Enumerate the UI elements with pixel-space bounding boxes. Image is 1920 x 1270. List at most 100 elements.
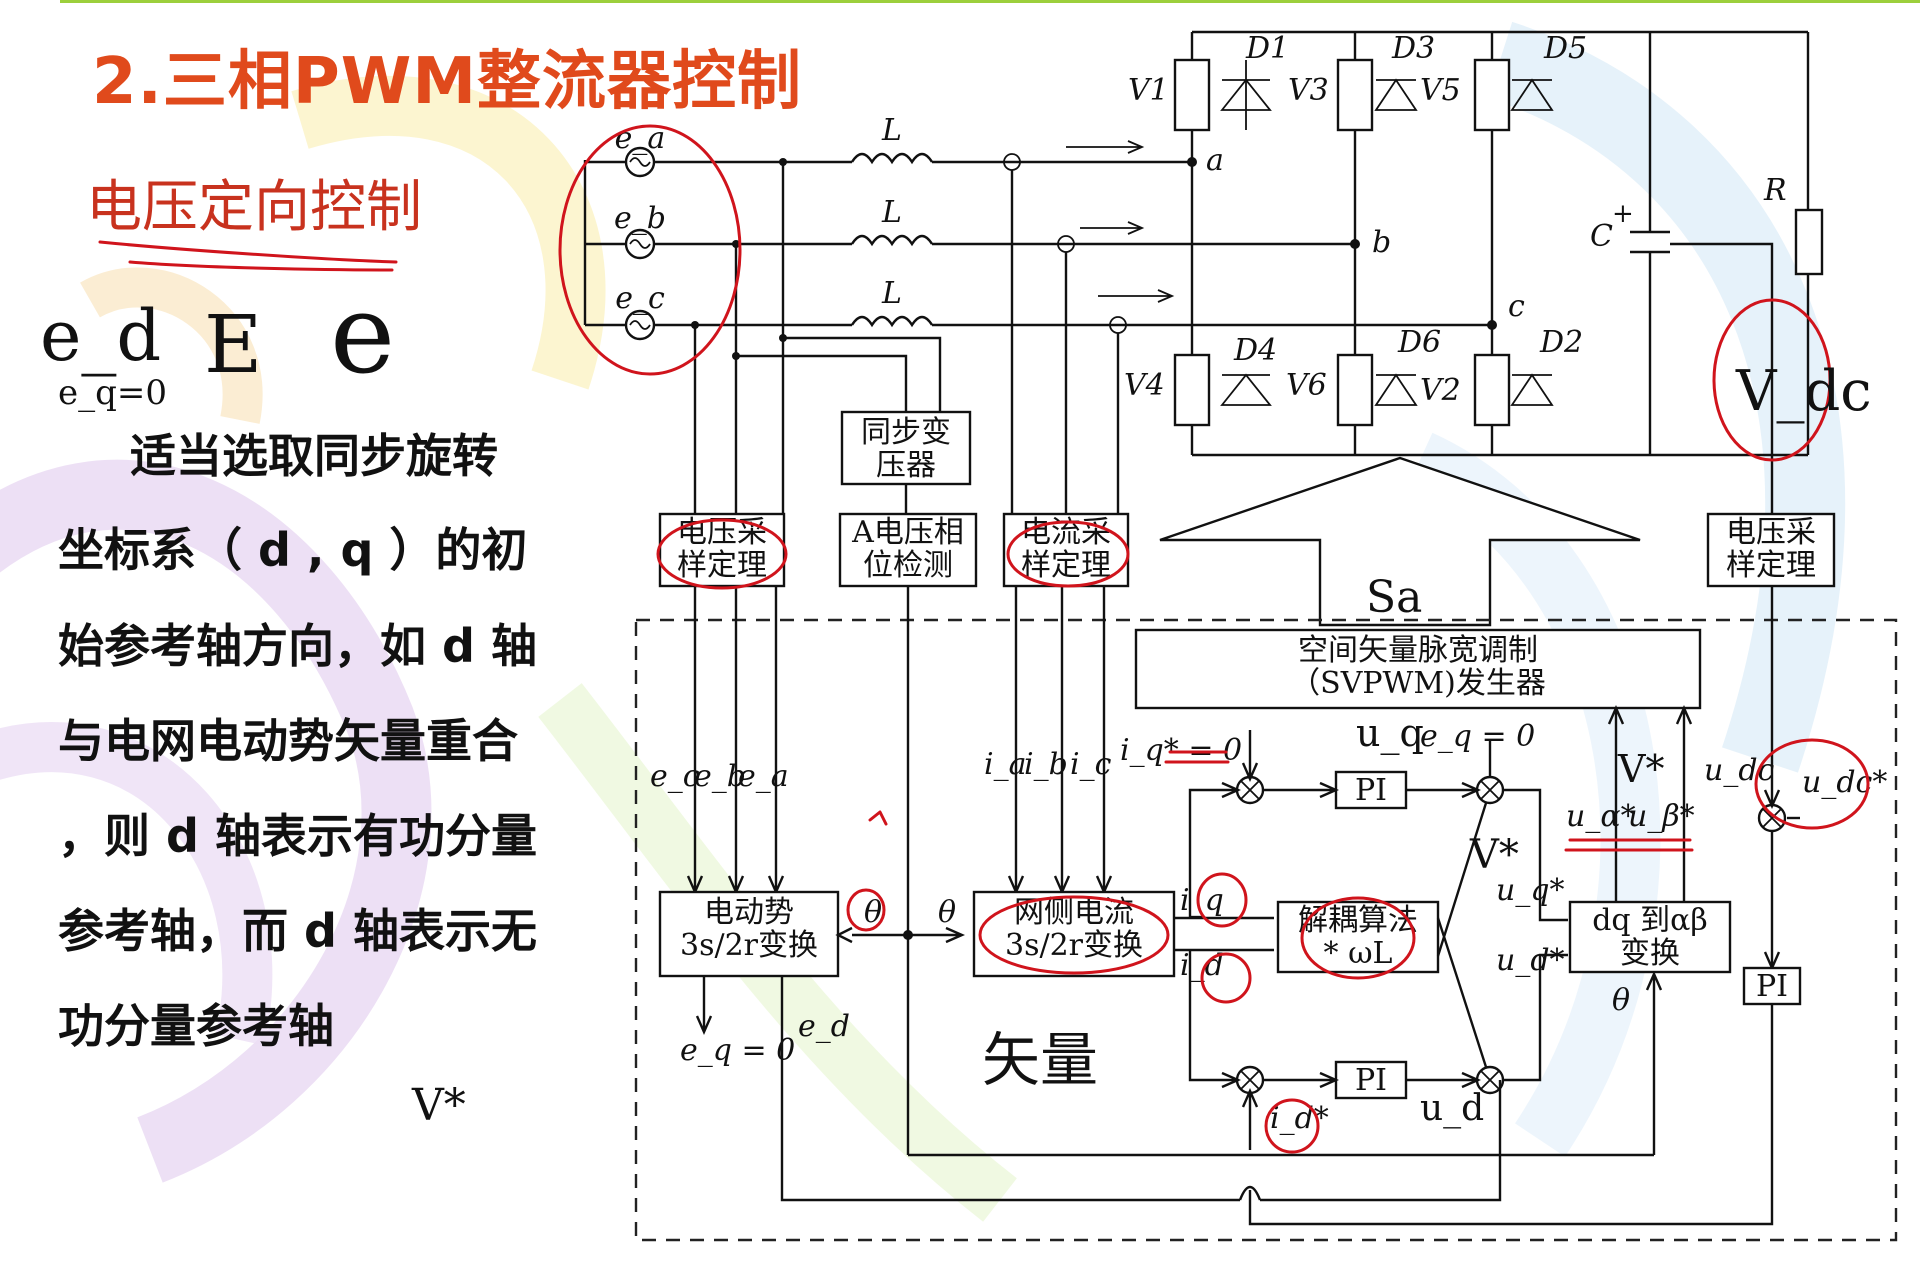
- block-label-line: 空间矢量脉宽调制: [1298, 633, 1538, 668]
- inductor-b: L: [850, 195, 934, 247]
- signal-label: i_b: [1024, 747, 1068, 782]
- eq-zero-label: e_q = 0: [1420, 719, 1535, 754]
- block-label: 同步变压器: [861, 415, 951, 483]
- block-label-line: 变换: [1620, 936, 1680, 971]
- body-text-line: ，则 d 轴表示有功分量: [58, 809, 537, 863]
- handwritten-note: V_dc: [1735, 359, 1872, 424]
- body-text-line: 始参考轴方向，如 d 轴: [58, 619, 537, 673]
- handwritten-note: 矢量: [982, 1026, 1098, 1094]
- source-label: e_c: [615, 281, 665, 316]
- dc-voltage-sampling-block: 电压采样定理: [1706, 512, 1836, 588]
- diode-label: D1: [1245, 31, 1289, 66]
- block-label-line: 压器: [876, 448, 936, 483]
- switch-label: V3: [1288, 73, 1329, 108]
- block-label-line: 同步变: [861, 415, 951, 450]
- sync-transformer-block: 同步变压器: [840, 410, 972, 486]
- ac-source-group: e_a e_b e_c L L L: [583, 113, 1492, 514]
- block-label: A电压相位检测: [851, 515, 964, 583]
- body-text-line: 适当选取同步旋转: [130, 429, 498, 483]
- switch-v1: V1 D1: [1128, 31, 1289, 132]
- handwritten-note: V*: [1617, 747, 1664, 791]
- block-label-line: 3s/2r变换: [680, 928, 818, 963]
- block-label: PI: [1756, 969, 1788, 1004]
- ud-ref-label: u_d*: [1496, 943, 1565, 978]
- dc-voltage-loop: PI u_dc u_dc*: [1248, 586, 1887, 1226]
- signal-label: e_a: [738, 759, 789, 794]
- diode-label: D3: [1391, 31, 1435, 66]
- body-text-line: 功分量参考轴: [58, 999, 334, 1053]
- handwritten-note: e_q=0: [58, 373, 167, 413]
- voltage-sampling-block: 电压采样定理: [658, 512, 786, 588]
- block-label-line: * ωL: [1324, 936, 1393, 971]
- source-ea: e_a: [615, 121, 665, 178]
- handwritten-note: e_d: [40, 295, 161, 377]
- block-label-line: 电压采: [1726, 515, 1816, 550]
- emf-signal-lines: e_c e_b e_a: [650, 586, 789, 895]
- block-label: 电压采样定理: [677, 515, 767, 583]
- block-label: 电压采样定理: [1726, 515, 1816, 583]
- switch-v4: V4 D4: [1124, 333, 1277, 427]
- signal-label: i_c: [1070, 747, 1112, 782]
- body-text-line: 参考轴，而 d 轴表示无: [58, 904, 537, 958]
- handwritten-note: Sa: [1366, 572, 1422, 623]
- dq-to-alphabeta-block: [1568, 900, 1732, 974]
- pi-block-dc: [1742, 966, 1802, 1006]
- block-label-line: A电压相: [851, 515, 964, 550]
- block-label: PI: [1355, 773, 1387, 808]
- block-label-line: 3s/2r变换: [1005, 928, 1143, 963]
- theta-label: θ: [864, 895, 882, 930]
- diode-label: D5: [1543, 31, 1587, 66]
- inductor-c: L: [850, 276, 934, 328]
- id-ref-label: i_d*: [1270, 1101, 1329, 1136]
- block-label: PI: [1355, 1063, 1387, 1098]
- body-text-line: 坐标系（ d , q ）的初: [58, 523, 528, 577]
- handwritten-note: V*: [1469, 832, 1519, 878]
- signal-label: e_b: [694, 759, 746, 794]
- inductor-label: L: [881, 113, 902, 148]
- ed-label: e_d: [798, 1009, 850, 1044]
- current-signal-lines: i_a i_b i_c: [984, 586, 1113, 895]
- current-sampling-block: 电流采样定理: [1002, 512, 1130, 588]
- uq-ref-label: u_q*: [1496, 873, 1565, 908]
- block-label-line: 位检测: [863, 548, 953, 583]
- ualpha-label: u_α*: [1566, 799, 1636, 834]
- theta-label: θ: [1612, 983, 1630, 1018]
- block-label-line: （SVPWM)发生器: [1290, 666, 1546, 701]
- svg-text:+: +: [1612, 199, 1634, 229]
- slide-title: 2.三相PWM整流器控制: [92, 45, 803, 119]
- block-label-line: 样定理: [677, 548, 767, 583]
- gating-signal-arrow: [1159, 456, 1641, 627]
- block-label-line: 解耦算法: [1298, 903, 1418, 938]
- handwritten-note: E: [204, 298, 262, 391]
- block-label: 空间矢量脉宽调制（SVPWM)发生器: [1290, 633, 1546, 701]
- inductor-label: L: [881, 195, 902, 230]
- current-loop: i_q* = 0 i_q i_d i_d* PI PI e_q = 0 解耦算法…: [1120, 705, 1732, 1155]
- phase-detect-block: A电压相位检测: [838, 512, 978, 588]
- block-label-line: 电动势: [704, 895, 794, 930]
- block-label-line: 样定理: [1726, 548, 1816, 583]
- controller-boundary: [634, 618, 1898, 1242]
- switch-label: V6: [1286, 368, 1327, 403]
- node-a: a: [1206, 143, 1224, 178]
- block-label-line: 电流采: [1021, 515, 1111, 550]
- decoupling-block: [1276, 900, 1440, 974]
- switch-label: V4: [1124, 368, 1165, 403]
- switch-v5: V5 D5: [1420, 31, 1587, 132]
- switch-label: V1: [1128, 73, 1169, 108]
- theta-label: θ: [938, 895, 956, 930]
- handwritten-note: u_q: [1356, 711, 1424, 756]
- inductor-a: L: [850, 113, 934, 165]
- eq-zero-label: e_q = 0: [680, 1033, 795, 1068]
- diode-label: D6: [1397, 325, 1441, 360]
- resistor-label: R: [1763, 173, 1787, 208]
- switch-label: V5: [1420, 73, 1461, 108]
- handwritten-note: u_d: [1420, 1088, 1484, 1129]
- switch-label: V2: [1420, 373, 1461, 408]
- signal-label: e_c: [650, 759, 700, 794]
